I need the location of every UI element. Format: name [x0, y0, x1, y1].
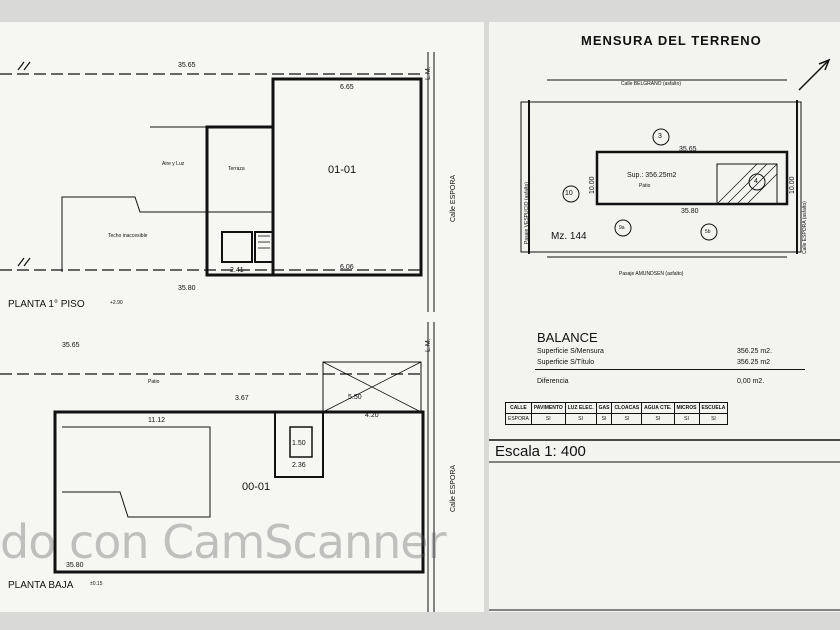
block-label: Mz. 144 [551, 231, 587, 242]
street-left-name: Pasaje VESPUCIO (asfalto) [524, 182, 530, 244]
dim-bottom-top-length: 35.65 [62, 342, 80, 349]
street-right-name: Calle ESPORA (asfalto) [802, 201, 808, 254]
street-bottom-name: Pasaje AMUNDSEN (asfalto) [619, 271, 684, 277]
unit-bottom-label: 00-01 [242, 481, 271, 493]
lot-3: 3 [658, 133, 662, 140]
services-row: ESPORA SI SI SI SI SI SI SI [505, 413, 729, 425]
dim-1112: 11.12 [148, 417, 165, 424]
services-header: AGUA CTE. [641, 402, 675, 414]
dim-bottom-lot: 35.80 [681, 208, 699, 215]
dim-bottom-length-2: 35.80 [66, 562, 84, 569]
lot-patio: Patio [639, 183, 651, 189]
services-header: CALLE [505, 402, 532, 414]
lot-10: 10 [565, 190, 573, 197]
services-header: CLOACAS [611, 402, 643, 414]
lot-5b: 5b [705, 229, 711, 235]
services-table: CALLE PAVIMENTO LUZ ELEC. GAS CLOACAS AG… [505, 402, 729, 425]
plan-top-level: +2.90 [110, 300, 123, 306]
services-header: ESCUELA [698, 402, 729, 414]
dim-unit-width: 6.65 [340, 84, 354, 91]
dim-top-length: 35.65 [178, 62, 196, 69]
plan-top-title: PLANTA 1° PISO [8, 299, 85, 310]
air-light-label: Aire y Luz [162, 161, 185, 167]
survey-drawing [489, 58, 840, 611]
services-cell: SI [564, 413, 597, 425]
plan-bottom-title: PLANTA BAJA [8, 580, 74, 591]
lot-9a: 9a [619, 225, 625, 231]
patio-label: Patio [148, 379, 160, 385]
balance-row-1-value: 356.25 m2. [737, 348, 773, 355]
street-top: Calle ESPORA [450, 174, 457, 222]
dim-left-lot: 10.00 [589, 176, 596, 194]
street-top-name: Calle BELGRANO (asfalto) [621, 81, 682, 87]
services-header: MICROS [673, 402, 700, 414]
street-bottom: Calle ESPORA [450, 464, 457, 512]
dim-367: 3.67 [235, 395, 249, 402]
services-cell: SI [530, 413, 566, 425]
balance-row-2-value: 356.25 m2 [737, 359, 771, 366]
terrace-label: Terraza [228, 166, 245, 172]
services-cell: SI [595, 413, 613, 425]
services-header: PAVIMENTO [530, 402, 566, 414]
dim-150: 1.50 [292, 440, 306, 447]
survey-title: MENSURA DEL TERRENO [581, 33, 762, 48]
lot-4: 4 [754, 178, 758, 185]
balance-divider [535, 369, 805, 370]
balance-row-3-label: Diferencia [537, 378, 569, 385]
floor-plans-panel: 35.65 6.65 35.80 01-01 Terraza Aire y Lu… [0, 22, 484, 612]
dim-right-lot: 10.00 [789, 176, 796, 194]
dim-bottom-length: 35.80 [178, 285, 196, 292]
scale-label: Escala 1: 400 [495, 443, 586, 460]
lot-surface: Sup.: 356.25m2 [627, 172, 677, 179]
services-header: LUZ ELEC. [564, 402, 597, 414]
services-header-row: CALLE PAVIMENTO LUZ ELEC. GAS CLOACAS AG… [505, 402, 729, 414]
plan-bottom-level: ±0.15 [90, 581, 103, 587]
lm-top: L.M. [425, 66, 432, 80]
dim-550: 5.50 [348, 394, 362, 401]
dim-top-lot: 35.65 [679, 146, 697, 153]
camscanner-watermark: do con CamScanner [0, 515, 446, 569]
dim-241: 2.41 [230, 267, 244, 274]
balance-row-2-label: Superficie S/Título [537, 359, 595, 366]
dim-606: 6.06 [340, 264, 354, 271]
services-cell: SI [641, 413, 675, 425]
services-cell: SI [698, 413, 729, 425]
dim-236: 2.36 [292, 462, 306, 469]
survey-panel: MENSURA DEL TERRENO Calle BELGRANO (asfa… [489, 22, 840, 612]
services-header: GAS [595, 402, 613, 414]
balance-row-1-label: Superficie S/Mensura [537, 348, 604, 355]
services-cell: ESPORA [505, 413, 532, 425]
services-cell: SI [673, 413, 700, 425]
roof-label: Techo inaccesible [108, 233, 148, 239]
services-cell: SI [611, 413, 643, 425]
balance-title: BALANCE [537, 330, 598, 345]
dim-420: 4.20 [365, 412, 379, 419]
unit-top-label: 01-01 [328, 164, 357, 176]
floor-plans-drawing [0, 52, 435, 612]
lm-bottom: L.M. [425, 338, 432, 352]
balance-row-3-value: 0,00 m2. [737, 378, 765, 385]
